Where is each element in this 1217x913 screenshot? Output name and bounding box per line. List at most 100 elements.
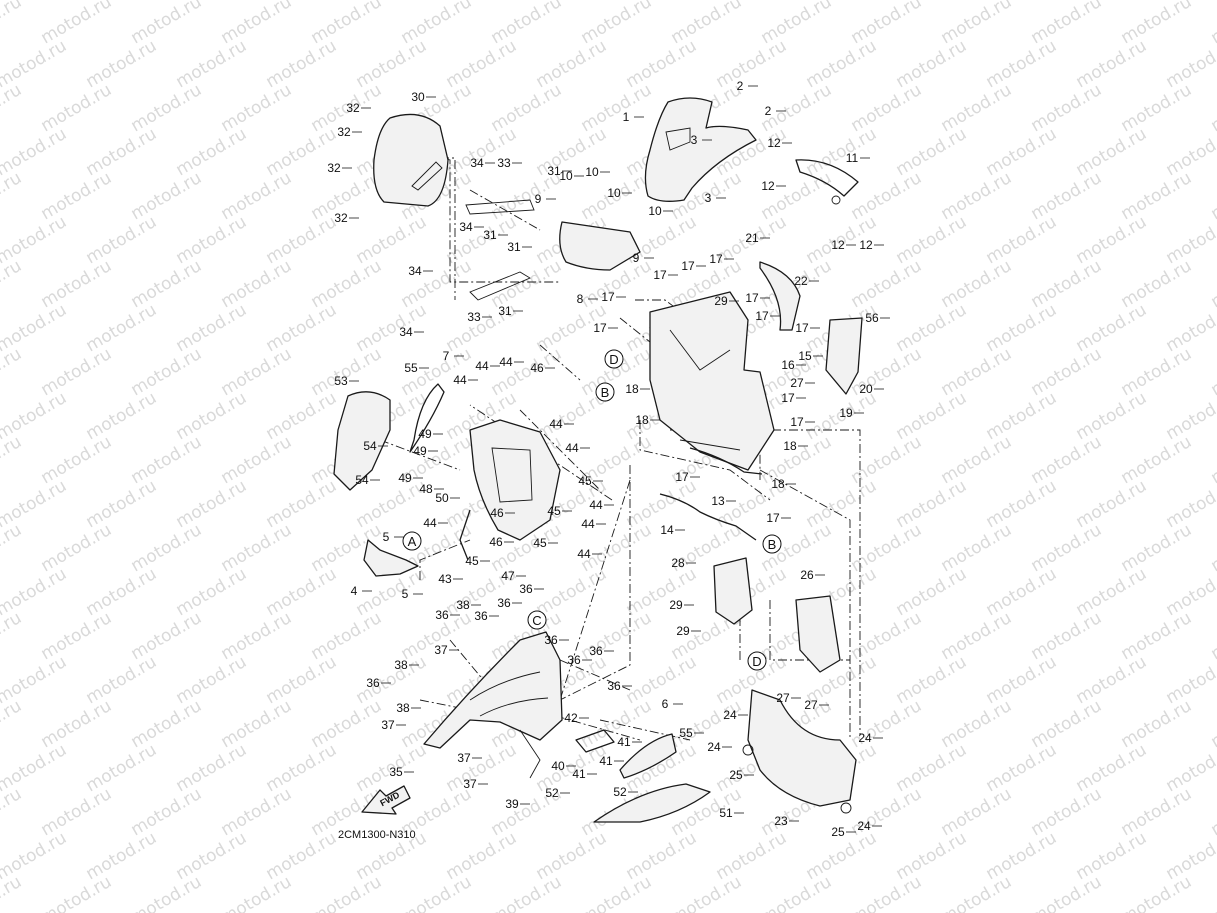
callout-39: 39 bbox=[505, 797, 519, 811]
watermark-text: motod.ru bbox=[0, 80, 25, 136]
watermark-text: motod.ru bbox=[443, 36, 521, 92]
watermark-text: motod.ru bbox=[1073, 564, 1151, 620]
watermark-text: motod.ru bbox=[578, 696, 656, 752]
callout-9: 9 bbox=[535, 192, 542, 206]
watermark-text: motod.ru bbox=[848, 80, 926, 136]
watermark-text: motod.ru bbox=[533, 36, 611, 92]
callout-18: 18 bbox=[783, 439, 797, 453]
callout-17: 17 bbox=[790, 415, 804, 429]
watermark-text: motod.ru bbox=[668, 696, 746, 752]
callout-31: 31 bbox=[507, 240, 521, 254]
watermark-text: motod.ru bbox=[623, 36, 701, 92]
watermark-text: motod.ru bbox=[533, 564, 611, 620]
watermark-text: motod.ru bbox=[353, 36, 431, 92]
watermark-text: motod.ru bbox=[128, 344, 206, 400]
watermark-text: motod.ru bbox=[353, 300, 431, 356]
callout-1: 1 bbox=[623, 110, 630, 124]
callout-36: 36 bbox=[497, 596, 511, 610]
ref-mark-d: D bbox=[604, 349, 624, 369]
watermark-text: motod.ru bbox=[1208, 696, 1217, 752]
watermark-text: motod.ru bbox=[1163, 828, 1217, 884]
watermark-text: motod.ru bbox=[848, 0, 926, 48]
watermark-text: motod.ru bbox=[173, 300, 251, 356]
watermark-text: motod.ru bbox=[218, 168, 296, 224]
watermark-text: motod.ru bbox=[938, 344, 1016, 400]
callout-54: 54 bbox=[363, 439, 377, 453]
watermark-text: motod.ru bbox=[0, 608, 25, 664]
watermark-text: motod.ru bbox=[218, 608, 296, 664]
part-windscreen bbox=[373, 113, 449, 207]
watermark-text: motod.ru bbox=[0, 696, 25, 752]
watermark-text: motod.ru bbox=[1028, 696, 1106, 752]
watermark-text: motod.ru bbox=[218, 256, 296, 312]
watermark-text: motod.ru bbox=[38, 608, 116, 664]
ref-circle bbox=[604, 349, 624, 369]
callout-44: 44 bbox=[475, 359, 489, 373]
watermark-text: motod.ru bbox=[1163, 476, 1217, 532]
callout-31: 31 bbox=[483, 228, 497, 242]
callout-37: 37 bbox=[434, 643, 448, 657]
callout-53: 53 bbox=[334, 374, 348, 388]
callout-44: 44 bbox=[453, 373, 467, 387]
callout-32: 32 bbox=[346, 101, 360, 115]
part-front-lower bbox=[423, 631, 563, 749]
callout-15: 15 bbox=[798, 349, 812, 363]
callout-44: 44 bbox=[581, 517, 595, 531]
callout-5: 5 bbox=[383, 530, 390, 544]
watermark-text: motod.ru bbox=[218, 696, 296, 752]
watermark-text: motod.ru bbox=[938, 784, 1016, 840]
watermark-text: motod.ru bbox=[0, 872, 25, 913]
watermark-text: motod.ru bbox=[128, 0, 206, 48]
callout-44: 44 bbox=[577, 547, 591, 561]
callout-17: 17 bbox=[593, 321, 607, 335]
watermark-text: motod.ru bbox=[1118, 168, 1196, 224]
callout-36: 36 bbox=[474, 609, 488, 623]
watermark-text: motod.ru bbox=[1163, 36, 1217, 92]
callout-21: 21 bbox=[745, 231, 759, 245]
callout-2: 2 bbox=[765, 104, 772, 118]
watermark-text: motod.ru bbox=[668, 872, 746, 913]
callout-25: 25 bbox=[729, 768, 743, 782]
watermark-text: motod.ru bbox=[353, 652, 431, 708]
callout-29: 29 bbox=[714, 294, 728, 308]
callout-12: 12 bbox=[761, 179, 775, 193]
callout-41: 41 bbox=[599, 754, 613, 768]
callout-3: 3 bbox=[705, 191, 712, 205]
callout-14: 14 bbox=[660, 523, 674, 537]
watermark-text: motod.ru bbox=[173, 740, 251, 796]
watermark-text: motod.ru bbox=[983, 828, 1061, 884]
callout-44: 44 bbox=[589, 498, 603, 512]
callout-46: 46 bbox=[489, 535, 503, 549]
callout-36: 36 bbox=[435, 608, 449, 622]
callout-52: 52 bbox=[613, 785, 627, 799]
ref-circle bbox=[747, 651, 767, 671]
callout-12: 12 bbox=[831, 238, 845, 252]
watermark-text: motod.ru bbox=[0, 0, 25, 48]
callout-17: 17 bbox=[755, 309, 769, 323]
callout-8: 8 bbox=[577, 292, 584, 306]
diagram-code: 2CM1300-N310 bbox=[338, 829, 416, 841]
ref-circle bbox=[402, 531, 422, 551]
watermark-text: motod.ru bbox=[938, 608, 1016, 664]
callout-37: 37 bbox=[463, 777, 477, 791]
watermark-text: motod.ru bbox=[1028, 432, 1106, 488]
callout-46: 46 bbox=[530, 361, 544, 375]
watermark-text: motod.ru bbox=[893, 740, 971, 796]
watermark-text: motod.ru bbox=[83, 828, 161, 884]
callout-23: 23 bbox=[774, 814, 788, 828]
watermark-text: motod.ru bbox=[938, 872, 1016, 913]
callout-38: 38 bbox=[394, 658, 408, 672]
callout-36: 36 bbox=[519, 582, 533, 596]
watermark-text: motod.ru bbox=[1073, 476, 1151, 532]
callout-9: 9 bbox=[633, 251, 640, 265]
part-cable bbox=[659, 493, 757, 541]
ref-circle bbox=[527, 610, 547, 630]
callout-36: 36 bbox=[567, 653, 581, 667]
callout-35: 35 bbox=[389, 765, 403, 779]
watermark-text: motod.ru bbox=[308, 0, 386, 48]
callout-17: 17 bbox=[675, 470, 689, 484]
watermark-text: motod.ru bbox=[983, 300, 1061, 356]
watermark-text: motod.ru bbox=[0, 520, 25, 576]
watermark-text: motod.ru bbox=[38, 696, 116, 752]
